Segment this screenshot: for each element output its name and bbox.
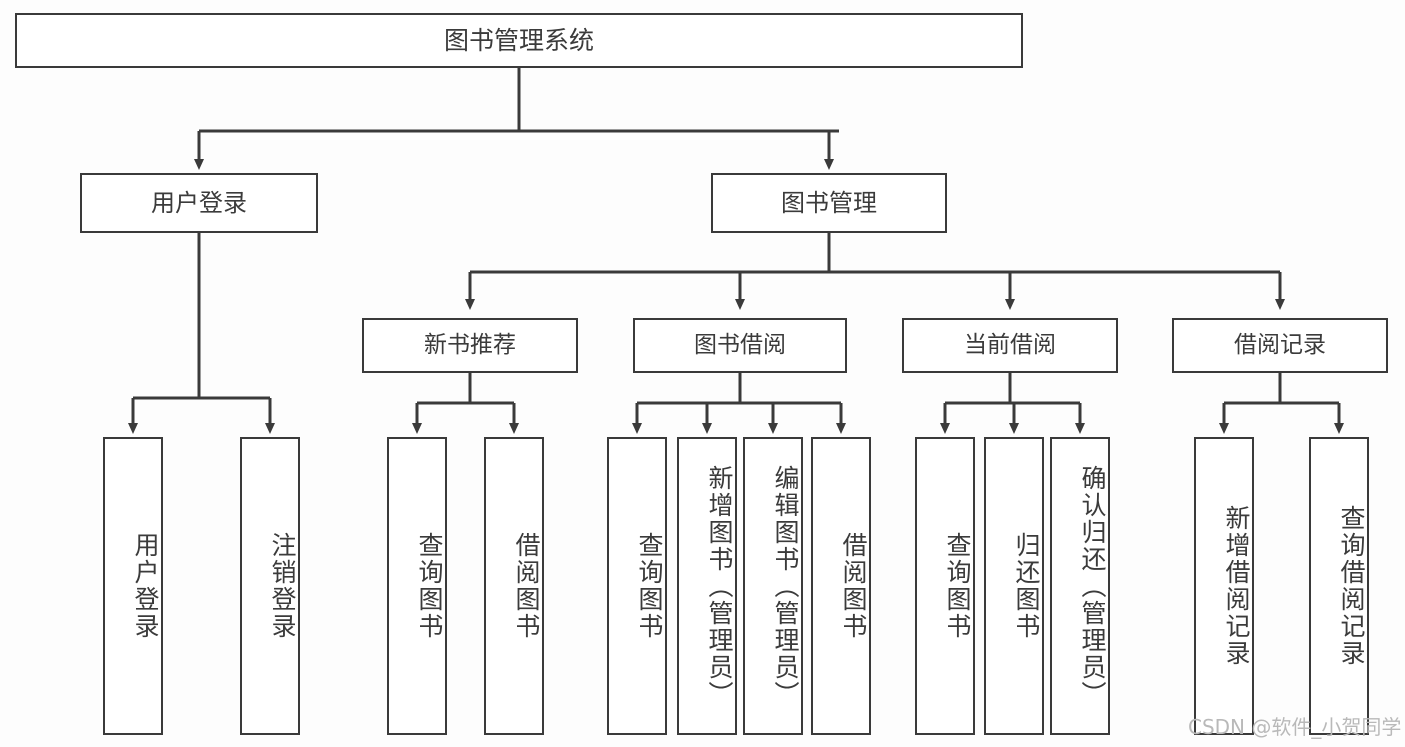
watermark: CSDN @软件_小贺同学 <box>1188 715 1402 739</box>
leaf-book-borrow-query-book[interactable]: 查询图书 <box>607 437 667 735</box>
node-new-book-recommend[interactable]: 新书推荐 <box>362 318 578 373</box>
leaf-book-borrow-edit-book-admin[interactable]: 编辑图书（管理员） <box>743 437 803 735</box>
leaf-label: 归还图书 <box>1012 532 1041 640</box>
leaf-new-book-borrow-book[interactable]: 借阅图书 <box>484 437 544 735</box>
leaf-book-borrow-add-book-admin[interactable]: 新增图书（管理员） <box>677 437 737 735</box>
node-label: 图书借阅 <box>694 332 786 359</box>
leaf-label: 查询借阅记录 <box>1337 505 1366 667</box>
node-label: 用户登录 <box>151 189 247 217</box>
node-label: 借阅记录 <box>1234 332 1326 359</box>
leaf-label: 确认归还（管理员） <box>1078 464 1107 708</box>
node-label: 图书管理系统 <box>443 25 594 55</box>
leaf-user-login-logout[interactable]: 注销登录 <box>240 437 300 735</box>
leaf-label: 查询图书 <box>415 532 444 640</box>
leaf-label: 查询图书 <box>635 532 664 640</box>
node-book-management[interactable]: 图书管理 <box>711 173 947 233</box>
leaf-label: 查询图书 <box>943 532 972 640</box>
leaf-new-book-query-book[interactable]: 查询图书 <box>387 437 447 735</box>
node-label: 图书管理 <box>781 189 877 217</box>
leaf-book-borrow-borrow-book[interactable]: 借阅图书 <box>811 437 871 735</box>
leaf-current-borrow-return-book[interactable]: 归还图书 <box>984 437 1044 735</box>
node-book-borrow[interactable]: 图书借阅 <box>633 318 847 373</box>
node-borrow-records[interactable]: 借阅记录 <box>1172 318 1388 373</box>
leaf-current-borrow-query-book[interactable]: 查询图书 <box>915 437 975 735</box>
leaf-label: 用户登录 <box>131 532 160 640</box>
leaf-label: 编辑图书（管理员） <box>771 464 800 708</box>
node-label: 当前借阅 <box>964 332 1056 359</box>
node-user-login[interactable]: 用户登录 <box>80 173 318 233</box>
leaf-label: 注销登录 <box>268 532 297 640</box>
leaf-borrow-records-query-record[interactable]: 查询借阅记录 <box>1309 437 1369 735</box>
leaf-current-borrow-confirm-return-admin[interactable]: 确认归还（管理员） <box>1050 437 1110 735</box>
leaf-label: 新增借阅记录 <box>1222 505 1251 667</box>
leaf-label: 新增图书（管理员） <box>705 464 734 708</box>
node-root-book-management-system[interactable]: 图书管理系统 <box>15 13 1023 68</box>
leaf-label: 借阅图书 <box>512 532 541 640</box>
leaf-user-login-login[interactable]: 用户登录 <box>103 437 163 735</box>
leaf-label: 借阅图书 <box>839 532 868 640</box>
leaf-borrow-records-add-record[interactable]: 新增借阅记录 <box>1194 437 1254 735</box>
node-current-borrow[interactable]: 当前借阅 <box>902 318 1118 373</box>
node-label: 新书推荐 <box>424 332 516 359</box>
